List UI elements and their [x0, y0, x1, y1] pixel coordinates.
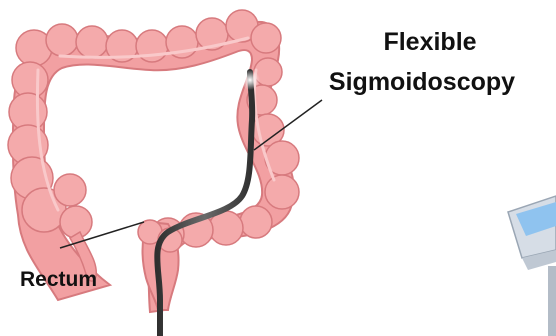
monitor-stand — [548, 266, 556, 336]
rectum-label: Rectum — [20, 268, 97, 291]
procedure-label-line2: Sigmoidoscopy — [329, 68, 515, 96]
colon-haustra — [8, 10, 299, 250]
monitor-device-icon — [508, 196, 556, 336]
scope-tip-light — [240, 70, 260, 90]
procedure-label-line1: Flexible — [383, 28, 476, 56]
colon-illustration — [8, 10, 299, 312]
